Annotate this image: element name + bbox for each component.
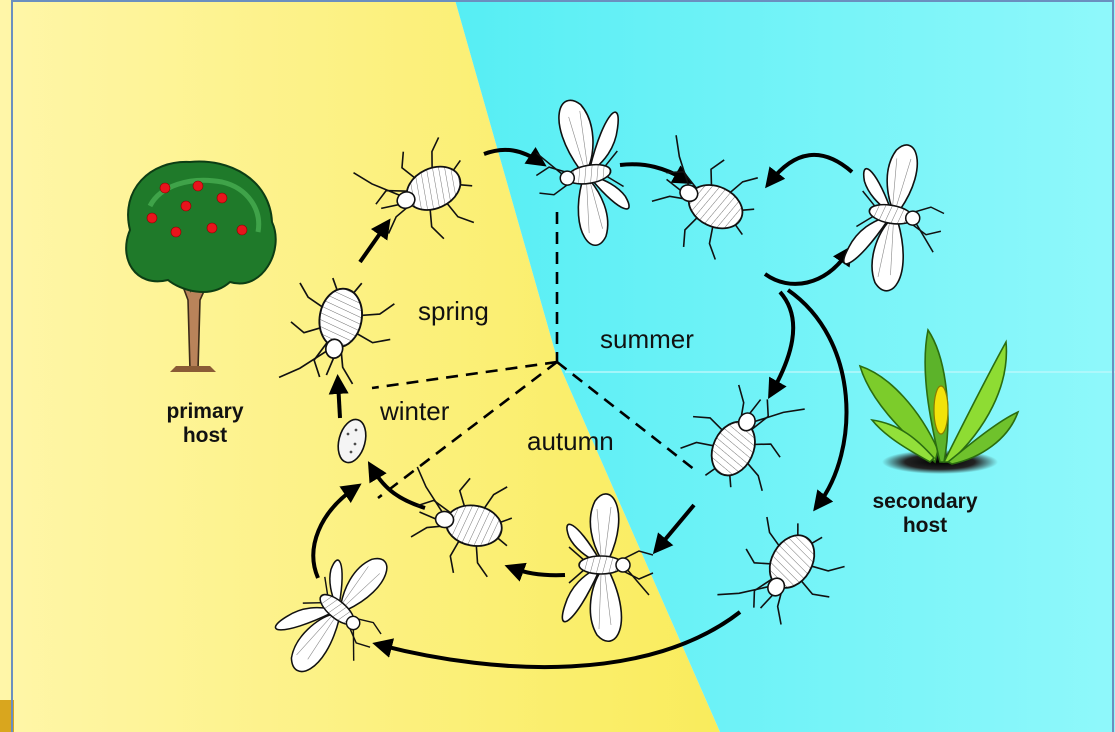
season-label-summer: summer <box>600 324 694 355</box>
secondary-host-line1: secondary <box>860 490 990 514</box>
season-label-spring: spring <box>418 296 489 327</box>
season-label-winter: winter <box>380 396 449 427</box>
season-label-autumn: autumn <box>527 426 614 457</box>
secondary-host-label: secondary host <box>860 490 990 538</box>
secondary-host-line2: host <box>860 514 990 538</box>
primary-host-line2: host <box>150 424 260 448</box>
primary-host-line1: primary <box>150 400 260 424</box>
primary-host-label: primary host <box>150 400 260 448</box>
arrow-egg-to-stem <box>338 382 340 418</box>
